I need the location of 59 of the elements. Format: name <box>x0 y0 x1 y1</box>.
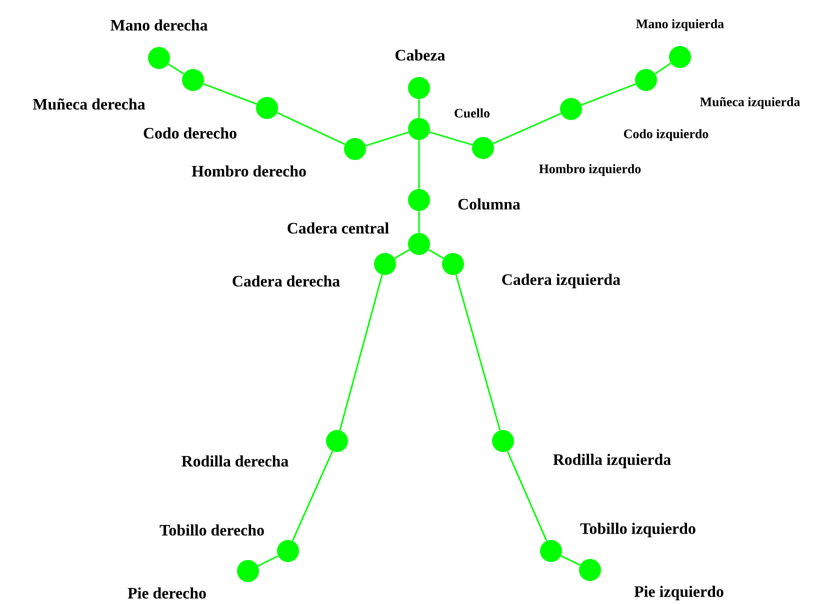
joint-label: Muñeca derecha <box>32 98 146 110</box>
joint-circle <box>182 69 204 91</box>
joint-circle <box>408 233 430 255</box>
bone-line <box>394 249 410 259</box>
joint-label: Hombro izquierdo <box>539 164 641 176</box>
joint-label: Pie derecho <box>128 587 206 599</box>
bone-line <box>506 450 548 542</box>
joint-circle <box>326 430 348 452</box>
bone-line <box>560 555 580 566</box>
bone-line <box>203 83 257 105</box>
joint-label: Tobillo derecho <box>160 524 264 536</box>
bone-line <box>418 140 420 189</box>
bone-line <box>430 131 472 146</box>
bone-line <box>581 83 636 106</box>
joint-circle <box>344 138 366 160</box>
joint-circle <box>148 47 170 69</box>
joint-label: Codo izquierdo <box>624 129 708 141</box>
joint-circle <box>256 97 278 119</box>
joint-circle <box>374 253 396 275</box>
bone-line <box>292 450 334 542</box>
joint-circle <box>442 253 464 275</box>
joint-circle <box>669 46 691 68</box>
bone-line <box>654 62 672 74</box>
joint-label: Cadera derecha <box>232 275 340 287</box>
bone-line <box>418 99 420 118</box>
joint-label: Rodilla derecha <box>182 455 288 467</box>
bone-line <box>276 112 346 145</box>
joint-circle <box>408 189 430 211</box>
bone-line <box>492 112 562 144</box>
bone-line <box>365 132 409 146</box>
joint-circle <box>472 137 494 159</box>
joint-label: Pie izquierdo <box>634 586 724 600</box>
joint-label: Columna <box>458 198 520 210</box>
joint-label: Cuello <box>454 108 490 118</box>
joint-label: Mano izquierda <box>636 19 724 31</box>
bone-line <box>418 211 420 233</box>
bone-line <box>339 274 383 430</box>
joint-circle <box>492 430 514 452</box>
joint-label: Tobillo izquierdo <box>580 522 696 538</box>
joint-circle <box>408 77 430 99</box>
joint-circle <box>579 559 601 581</box>
joint-label: Codo derecho <box>144 127 236 139</box>
joint-label: Mano derecha <box>110 19 208 31</box>
joint-circle <box>277 540 299 562</box>
joint-label: Cadera central <box>288 222 389 234</box>
joint-circle <box>635 69 657 91</box>
joint-label: Cadera izquierda <box>502 274 620 288</box>
bone-line <box>168 63 184 75</box>
joint-circle <box>408 118 430 140</box>
joint-label: Rodilla izquierda <box>553 454 671 468</box>
bone-line <box>455 274 501 430</box>
joint-label: Muñeca izquierda <box>700 97 800 109</box>
joint-circle <box>560 98 582 120</box>
joint-label: Hombro derecho <box>192 165 306 177</box>
bone-line <box>428 249 444 259</box>
bone-line <box>258 555 278 567</box>
joint-circle <box>237 560 259 582</box>
joint-label: Cabeza <box>396 49 445 61</box>
joint-circle <box>540 540 562 562</box>
